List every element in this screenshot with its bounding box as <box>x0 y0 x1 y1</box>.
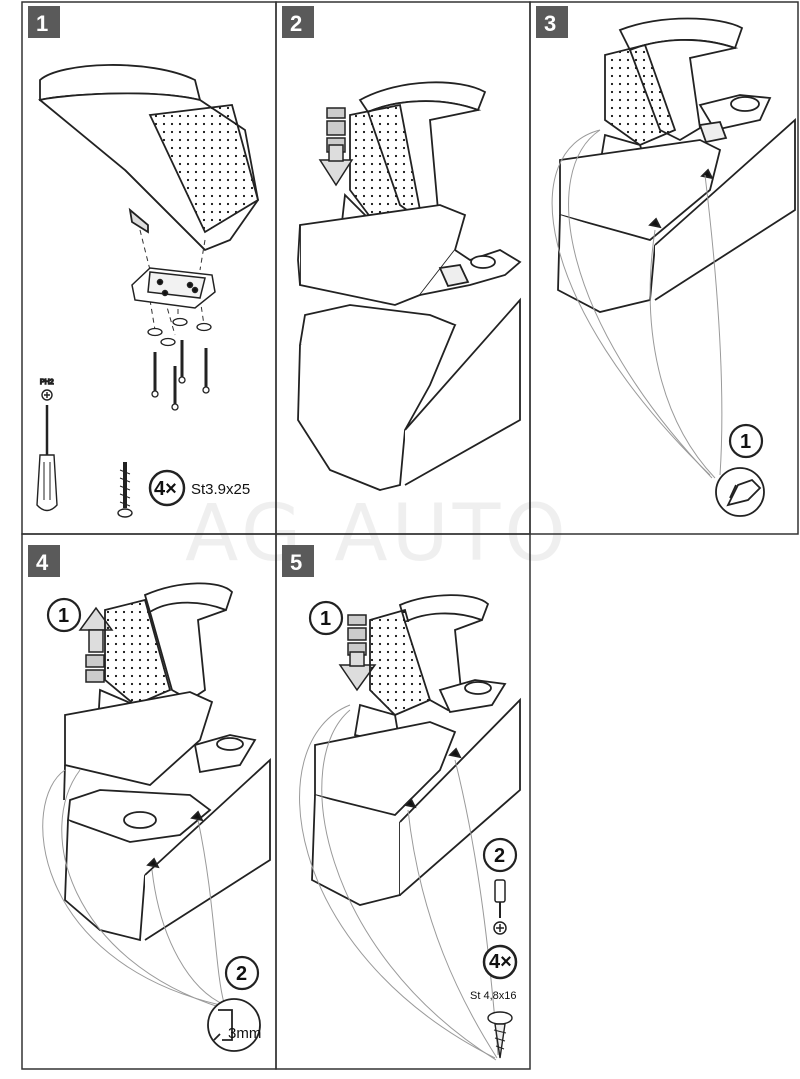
step-4-armrest <box>97 582 234 737</box>
step-4-console <box>63 691 271 942</box>
step-4-badge <box>28 545 60 577</box>
step-5-console <box>311 679 521 906</box>
step-4-panel: 4 1 <box>28 545 271 1052</box>
step-4-number: 4 <box>36 550 49 575</box>
step-3-guide-curves <box>551 129 723 479</box>
wood-screw-icon <box>117 462 133 518</box>
step-3-callout-circle <box>728 423 764 459</box>
step-5-number: 5 <box>290 550 302 575</box>
step-2-panel: 2 <box>282 6 522 491</box>
lift-up-arrow <box>78 606 114 683</box>
step-3-number: 3 <box>544 11 556 36</box>
push-down-arrow <box>318 107 354 187</box>
screw-spec-text: St3.9x25 <box>191 481 250 498</box>
step-5-badge <box>282 545 314 577</box>
step-3-callout-number: 1 <box>740 431 751 453</box>
step-2-number: 2 <box>290 11 302 36</box>
step-3-panel: 3 1 <box>536 6 796 517</box>
mounting-bracket <box>131 267 216 309</box>
step-5-screwdriver-icon <box>493 879 507 935</box>
console-tray <box>297 297 521 491</box>
drill-hole-icon <box>207 998 261 1052</box>
screw-count-text: 4× <box>154 478 177 500</box>
step-4-callout-b-circle <box>224 955 260 991</box>
step-3-badge <box>536 6 568 38</box>
step-5-screw-count-text: 4× <box>489 951 512 973</box>
sheet-metal-screw-icon <box>487 1011 513 1059</box>
armrest-lid <box>38 64 260 252</box>
step-2-badge <box>282 6 314 38</box>
screw-count-circle <box>148 469 186 507</box>
step-5-callout-b-number: 2 <box>494 845 505 867</box>
step-5-screw-spec-text: St 4,8x16 <box>470 990 516 1002</box>
screwdriver-icon: PH2 <box>36 378 58 512</box>
step-1-panel: 1 <box>28 6 260 518</box>
step-5-callout-b-circle <box>482 837 518 873</box>
mounting-screws <box>147 317 212 411</box>
step-3-console <box>557 94 796 313</box>
remove-plug-icon <box>715 467 765 517</box>
drill-size-text: 3mm <box>228 1025 261 1042</box>
armrest-base-upper <box>297 204 522 306</box>
step-5-armrest <box>353 594 490 747</box>
driver-label: PH2 <box>40 379 54 386</box>
step-5-callout-a-circle <box>308 600 344 636</box>
step-5-push-arrow <box>338 614 377 692</box>
step-4-callout-b-number: 2 <box>236 963 247 985</box>
step-4-callout-a-circle <box>46 597 82 633</box>
step-5-callout-a-number: 1 <box>320 608 331 630</box>
step-4-callout-a-number: 1 <box>58 605 69 627</box>
step-5-panel: 5 1 <box>282 545 521 1061</box>
step-1-number: 1 <box>36 11 48 36</box>
step-5-screw-count-circle <box>482 944 518 980</box>
step-4-guide-curves <box>42 769 226 1009</box>
panel-grid <box>21 1 799 1070</box>
step-1-badge <box>28 6 60 38</box>
